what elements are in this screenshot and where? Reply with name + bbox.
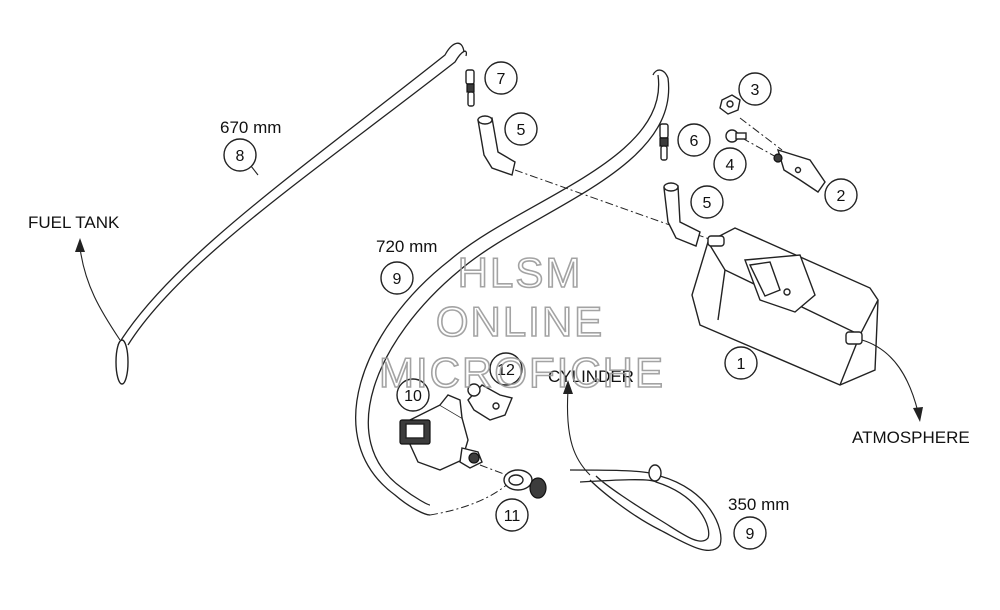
hose-350mm bbox=[569, 464, 722, 551]
nut-3 bbox=[719, 94, 741, 115]
callout-8: 8 bbox=[223, 138, 257, 172]
svg-text:3: 3 bbox=[751, 82, 760, 99]
callout-5-upper: 5 bbox=[504, 112, 538, 146]
cap-11 bbox=[503, 469, 547, 499]
callout-5-lower: 5 bbox=[690, 185, 724, 219]
svg-text:7: 7 bbox=[497, 71, 506, 88]
svg-text:HLSM: HLSM bbox=[458, 249, 583, 296]
svg-text:6: 6 bbox=[690, 133, 699, 150]
cylinder-arrow bbox=[563, 380, 591, 476]
callout-10: 10 bbox=[396, 378, 430, 412]
screw-4 bbox=[725, 129, 747, 143]
svg-text:9: 9 bbox=[393, 271, 402, 288]
svg-text:5: 5 bbox=[517, 122, 526, 139]
callout-3: 3 bbox=[738, 72, 772, 106]
svg-text:1: 1 bbox=[737, 356, 746, 373]
callout-4: 4 bbox=[713, 147, 747, 181]
svg-text:2: 2 bbox=[837, 188, 846, 205]
hose-length-350: 350 mm bbox=[728, 495, 789, 514]
svg-text:4: 4 bbox=[726, 157, 735, 174]
elbow-5-upper bbox=[477, 115, 516, 176]
callout-9-lower: 9 bbox=[733, 516, 767, 550]
hose-length-720: 720 mm bbox=[376, 237, 437, 256]
elbow-5-lower bbox=[663, 182, 701, 247]
bracket-12 bbox=[467, 383, 513, 421]
callout-9-upper: 9 bbox=[380, 261, 414, 295]
hose-length-670: 670 mm bbox=[220, 118, 281, 137]
callout-1: 1 bbox=[724, 346, 758, 380]
fitting-6 bbox=[659, 123, 669, 161]
svg-text:ONLINE: ONLINE bbox=[436, 298, 604, 345]
svg-text:9: 9 bbox=[746, 526, 755, 543]
fitting-7 bbox=[465, 69, 475, 107]
watermark: HLSM ONLINE MICROFICHE bbox=[378, 248, 665, 397]
bracket-2 bbox=[773, 148, 826, 193]
charcoal-canister bbox=[691, 227, 879, 386]
purge-solenoid bbox=[399, 394, 483, 471]
svg-text:5: 5 bbox=[703, 195, 712, 212]
svg-text:8: 8 bbox=[236, 148, 245, 165]
svg-text:MICROFICHE: MICROFICHE bbox=[379, 349, 665, 396]
svg-text:12: 12 bbox=[497, 362, 515, 379]
svg-text:11: 11 bbox=[504, 508, 521, 525]
callout-6: 6 bbox=[677, 123, 711, 157]
callout-11: 11 bbox=[495, 498, 529, 532]
atmosphere-arrow bbox=[861, 339, 923, 422]
atmosphere-label: ATMOSPHERE bbox=[852, 428, 970, 447]
fuel-tank-arrow bbox=[75, 238, 121, 341]
hose-720mm bbox=[355, 69, 670, 516]
hose-670mm bbox=[115, 42, 468, 385]
callout-12: 12 bbox=[489, 352, 523, 386]
callout-2: 2 bbox=[824, 178, 858, 212]
cylinder-label: CYLINDER bbox=[548, 367, 634, 386]
svg-text:10: 10 bbox=[404, 388, 422, 405]
callout-7: 7 bbox=[484, 61, 518, 95]
fuel-tank-label: FUEL TANK bbox=[28, 213, 120, 232]
